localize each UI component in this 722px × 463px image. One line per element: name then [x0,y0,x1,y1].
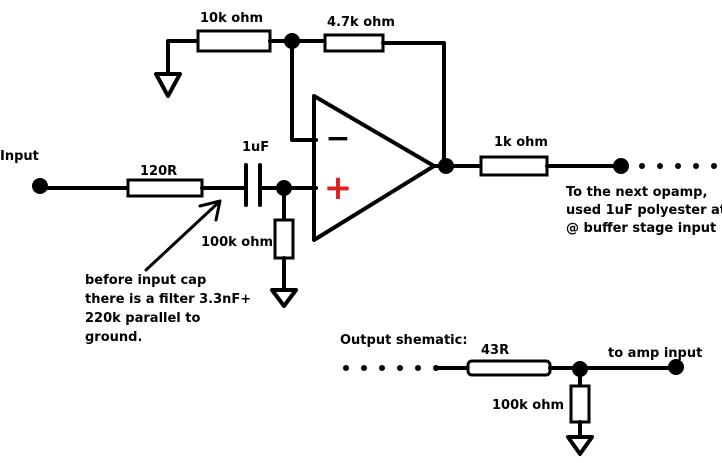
note-line3: 220k parallel to [85,311,200,326]
output-schematic-title: Output shematic: [340,333,468,348]
resistor-1k [479,155,549,177]
resistor-120r [126,178,204,198]
output-schematic [343,359,684,456]
opamp-plus-sign: + [324,168,353,208]
label-4-7k: 4.7k ohm [327,15,395,30]
wire-feedback-to-output [381,41,446,167]
continuation-dot [693,163,699,169]
resistor-4-7k [323,33,385,53]
continuation-dot [379,365,385,371]
label-next-line3: @ buffer stage input [566,221,716,236]
output-terminal [613,158,629,174]
input-path [32,163,318,308]
label-1k: 1k ohm [494,135,548,150]
arrow [144,199,222,272]
resistor-10k [196,29,272,53]
continuation-dot [675,163,681,169]
continuation-dot [639,163,645,169]
opamp-triangle [312,94,436,242]
label-100k-input: 100k ohm [201,235,273,250]
continuation-dot [657,163,663,169]
ground-wire-top [166,39,200,74]
label-next-line2: used 1uF polyester at [566,203,722,218]
resistor-100k-output [569,384,591,424]
label-next-line1: To the next opamp, [566,185,707,200]
continuation-dot [361,365,367,371]
continuation-dot [397,365,403,371]
continuation-dot [711,163,717,169]
resistor-43r [466,359,552,377]
label-120r: 120R [140,164,177,179]
ground-symbol-output [566,435,594,456]
note-line4: ground. [85,330,142,345]
wire-to-inverting-input [290,39,318,142]
label-43r: 43R [481,343,509,358]
amp-terminal [668,359,684,375]
resistor-100k-input [273,218,295,260]
opamp-minus-sign: − [325,121,350,156]
ground-symbol-input [270,288,298,308]
note-line1: before input cap [85,273,206,288]
continuation-dot [343,365,349,371]
label-100k-output: 100k ohm [492,398,564,413]
label-10k: 10k ohm [200,11,263,26]
ground-symbol-top [154,72,182,98]
label-to-amp: to amp input [608,346,702,361]
output-path [432,155,717,177]
note-line2: there is a filter 3.3nF+ [85,292,251,307]
label-1uf: 1uF [242,140,269,155]
continuation-dot [415,365,421,371]
arrow-head [198,199,222,222]
opamp: − + [312,94,454,242]
feedback-network [154,29,446,167]
label-input: Input [0,149,39,164]
arrow-shaft [144,201,220,272]
